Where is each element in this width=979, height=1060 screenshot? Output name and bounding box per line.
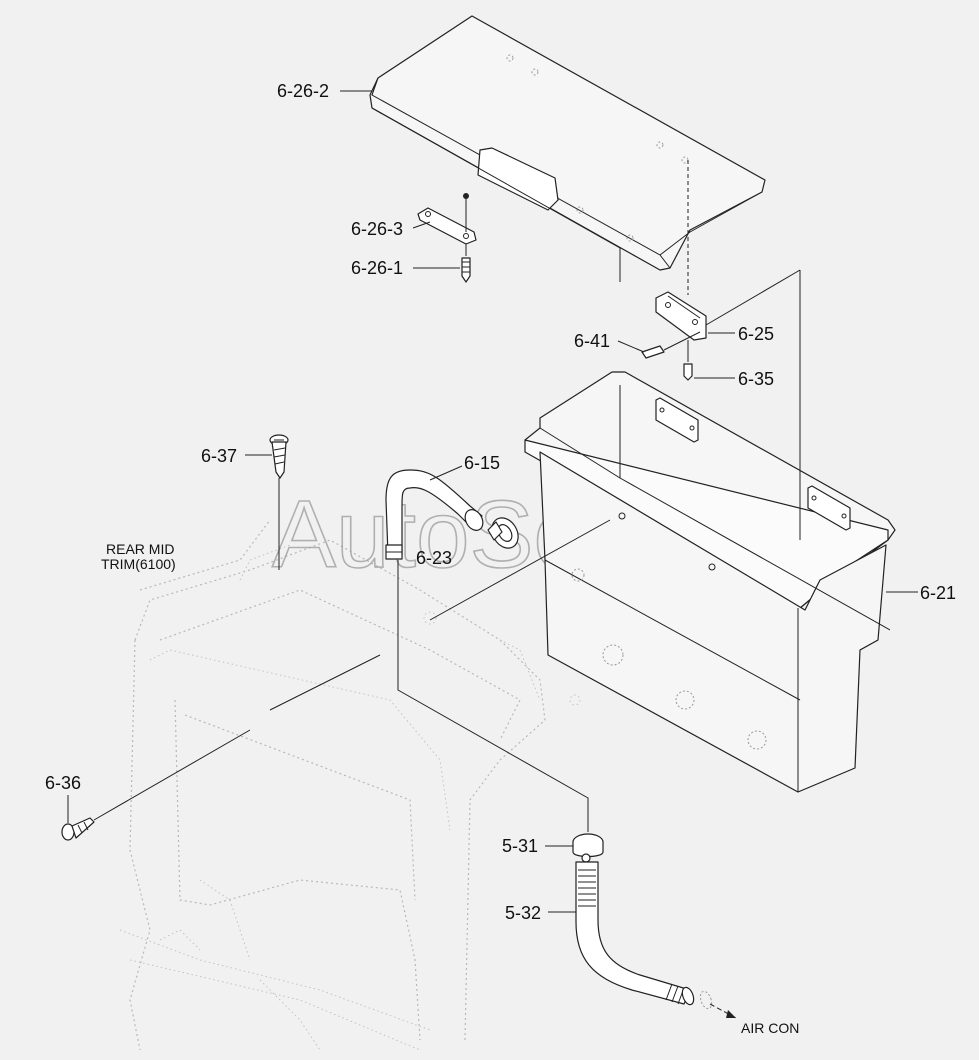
hinge-part [655, 160, 707, 362]
strap-part [417, 193, 477, 256]
screw-6-36 [61, 654, 381, 841]
label-6-26-1: 6-26-1 [351, 258, 403, 278]
label-5-32: 5-32 [505, 903, 541, 923]
leader-lines [67, 90, 918, 913]
drain-hose-part [575, 861, 737, 1019]
screw-6-35 [683, 363, 693, 381]
label-6-37: 6-37 [201, 446, 237, 466]
label-6-36: 6-36 [45, 773, 81, 793]
note-air-con: AIR CON [741, 1020, 799, 1036]
clamp-part [429, 517, 611, 621]
label-6-41: 6-41 [574, 331, 610, 351]
drain-clamp-part [572, 833, 604, 863]
label-6-26-2: 6-26-2 [277, 81, 329, 101]
label-6-35: 6-35 [738, 369, 774, 389]
label-5-31: 5-31 [502, 836, 538, 856]
label-6-26-3: 6-26-3 [351, 219, 403, 239]
rear-mid-trim-ghost [119, 519, 581, 1051]
lid-part [369, 15, 766, 282]
label-6-23: 6-23 [416, 548, 452, 568]
label-6-15: 6-15 [464, 453, 500, 473]
box-part [524, 269, 896, 793]
note-rear-mid-line1: REAR MID [106, 541, 174, 557]
label-6-25: 6-25 [738, 324, 774, 344]
label-6-21: 6-21 [920, 583, 956, 603]
drain-leader [397, 560, 589, 832]
screw-6-37 [269, 434, 289, 570]
hose-part [385, 469, 484, 560]
screw-6-26-1 [461, 257, 471, 283]
screw-6-41 [641, 331, 701, 359]
note-rear-mid-line2: TRIM(6100) [101, 556, 176, 572]
